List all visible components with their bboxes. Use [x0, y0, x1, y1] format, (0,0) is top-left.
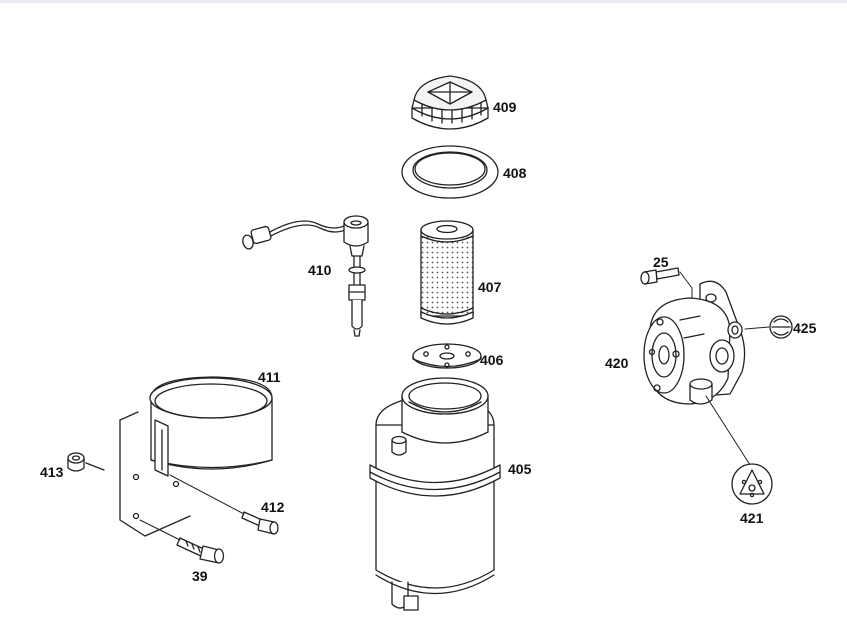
- callout-411: 411: [258, 369, 281, 385]
- callout-412: 412: [261, 499, 285, 515]
- part-425-clip[interactable]: [744, 315, 793, 339]
- callout-407: 407: [478, 279, 502, 295]
- part-420-pump[interactable]: [643, 280, 753, 469]
- callout-409: 409: [493, 99, 517, 115]
- part-413-nut[interactable]: [67, 452, 105, 472]
- callout-405: 405: [508, 461, 532, 477]
- callout-406: 406: [480, 352, 504, 368]
- callout-25: 25: [653, 254, 669, 270]
- part-408-seal-ring[interactable]: [401, 145, 499, 199]
- callout-421: 421: [740, 510, 764, 526]
- part-25-screw[interactable]: [640, 267, 709, 305]
- part-411-clamp-bracket[interactable]: [119, 376, 273, 537]
- callout-408: 408: [503, 165, 527, 181]
- part-407-filter-element[interactable]: [420, 220, 474, 325]
- top-border: [0, 0, 847, 3]
- callout-39: 39: [192, 568, 208, 584]
- callout-413: 413: [40, 464, 64, 480]
- part-412-bolt[interactable]: [169, 474, 279, 535]
- callout-410: 410: [308, 262, 332, 278]
- callout-425: 425: [793, 320, 817, 336]
- part-39-bolt[interactable]: [139, 519, 225, 564]
- part-405-reservoir[interactable]: [369, 377, 501, 611]
- part-410-level-sensor[interactable]: [241, 215, 369, 337]
- callout-420: 420: [605, 355, 629, 371]
- part-409-filler-cap[interactable]: [411, 75, 489, 130]
- part-421-drive-plate[interactable]: [731, 463, 773, 505]
- part-406-washer[interactable]: [412, 343, 482, 369]
